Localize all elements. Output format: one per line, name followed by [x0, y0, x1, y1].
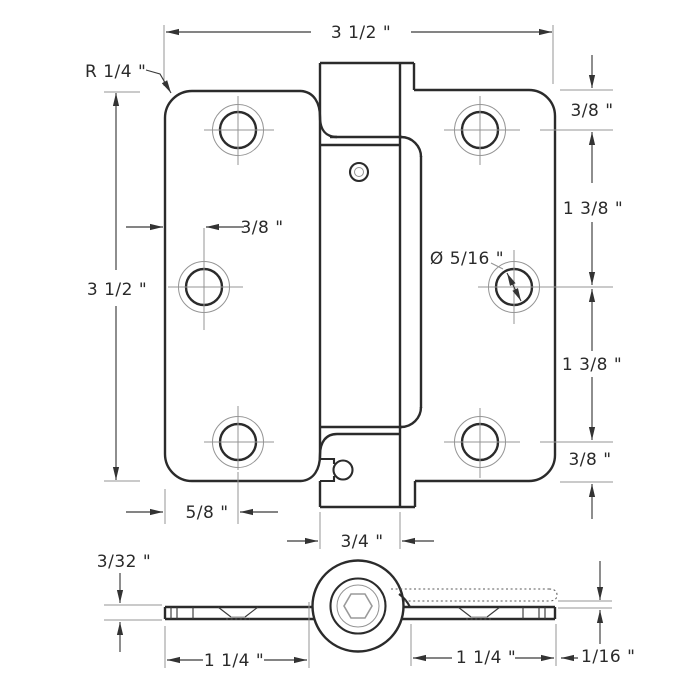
dim-leaf-thickness	[104, 573, 162, 652]
label-leaf-thickness: 3/32 "	[97, 552, 151, 572]
front-view	[163, 61, 557, 509]
dim-left-height	[104, 91, 140, 482]
profile-right-leaf	[398, 593, 557, 621]
barrel-pin-hole	[348, 161, 370, 183]
label-right-lower-spacing: 1 3/8 "	[562, 355, 622, 375]
dim-right-chain	[540, 55, 613, 519]
side-view	[163, 559, 558, 653]
phantom-leaf-position	[391, 588, 558, 602]
screw-hole-mid-right	[478, 250, 552, 324]
dim-right-leaf-length	[410, 624, 557, 666]
hex-socket	[343, 593, 373, 619]
screw-hole-bottom-right	[444, 408, 520, 478]
screw-hole-bottom-left	[204, 406, 274, 470]
label-leaf-offset: 1/16 "	[581, 647, 635, 667]
label-corner-radius: R 1/4 "	[85, 62, 146, 82]
dim-leaf-offset	[558, 561, 612, 662]
profile-left-leaf	[163, 605, 315, 621]
screw-hole-top-right	[444, 96, 520, 165]
label-top-width: 3 1/2 "	[331, 23, 391, 43]
label-hole-diameter: Ø 5/16 "	[430, 249, 504, 269]
screw-holes	[168, 96, 552, 478]
left-leaf-outline	[163, 89, 301, 483]
screw-hole-mid-left	[168, 228, 243, 330]
knuckle-circle	[311, 559, 405, 653]
spring-barrel	[318, 61, 417, 509]
label-right-bottom-margin: 3/8 "	[568, 450, 611, 470]
label-left-leaf-length: 1 1/4 "	[204, 651, 264, 671]
dim-left-leaf-length	[164, 602, 310, 668]
dim-corner-radius	[145, 69, 172, 94]
right-leaf-outline	[414, 88, 557, 483]
dim-hole-diameter	[490, 262, 522, 302]
dim-top-width	[163, 25, 554, 86]
label-hole-inset: 3/8 "	[240, 218, 283, 238]
dim-bottom-hole-inset	[126, 472, 278, 524]
tension-pin-notch	[320, 457, 354, 483]
label-barrel-width: 3/4 "	[340, 532, 383, 552]
label-right-upper-spacing: 1 3/8 "	[563, 199, 623, 219]
label-bottom-hole-inset: 5/8 "	[185, 503, 228, 523]
screw-hole-top-left	[204, 96, 274, 165]
dimensions	[104, 25, 613, 668]
dim-barrel-width	[287, 512, 434, 549]
label-right-leaf-length: 1 1/4 "	[456, 648, 516, 668]
dimension-labels: 3 1/2 " R 1/4 " 3 1/2 " 3/8 " Ø 5/16 " 3…	[85, 23, 635, 671]
label-right-top-margin: 3/8 "	[570, 101, 613, 121]
label-left-height: 3 1/2 "	[87, 280, 147, 300]
